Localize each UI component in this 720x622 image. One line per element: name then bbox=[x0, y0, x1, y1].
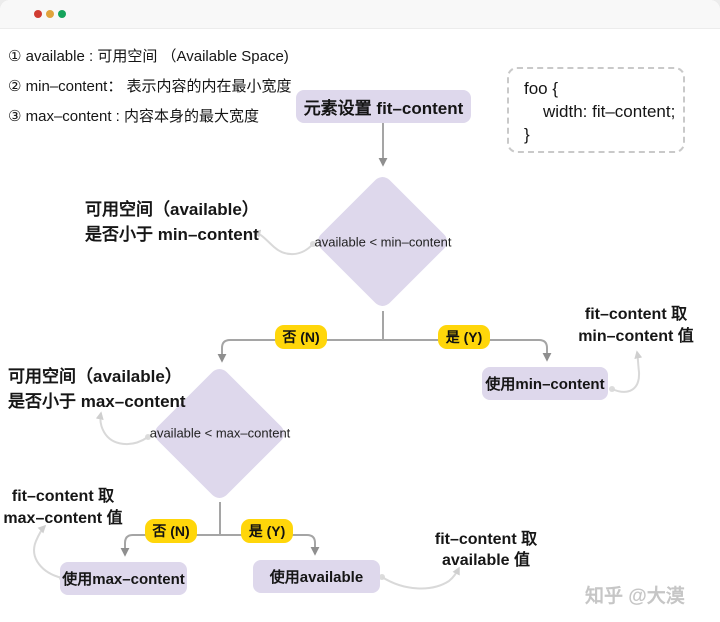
result-available-line-2: available 值 bbox=[441, 552, 531, 569]
result-max-line-2: max–content 值 bbox=[3, 510, 123, 527]
use-available-node: 使用available bbox=[253, 560, 380, 593]
flow-connectors bbox=[120, 123, 552, 557]
branch-2-no-tag: 否 (N) bbox=[145, 519, 197, 543]
result-max-annotation: fit–content 取 max–content 值 bbox=[0, 486, 126, 530]
question-2-line-1: 可用空间（available） bbox=[8, 367, 182, 386]
use-min-content-node: 使用min–content bbox=[482, 367, 608, 400]
legend-notes: ① available : 可用空间 （Available Space) ② m… bbox=[8, 42, 292, 132]
question-2-line-2: 是否小于 max–content bbox=[8, 392, 186, 411]
question-1-annotation: 可用空间（available） 是否小于 min–content bbox=[85, 197, 259, 247]
start-node: 元素设置 fit–content bbox=[296, 90, 471, 123]
branch-1-yes-tag: 是 (Y) bbox=[438, 325, 490, 349]
maximize-window-icon[interactable] bbox=[58, 10, 66, 18]
question-1-line-1: 可用空间（available） bbox=[85, 200, 259, 219]
branch-2-yes-tag: 是 (Y) bbox=[241, 519, 293, 543]
result-available-line-1: fit–content 取 bbox=[434, 531, 538, 548]
close-window-icon[interactable] bbox=[34, 10, 42, 18]
result-min-line-1: fit–content 取 bbox=[584, 306, 688, 323]
window-titlebar bbox=[0, 0, 720, 29]
question-2-annotation: 可用空间（available） 是否小于 max–content bbox=[8, 364, 186, 414]
minimize-window-icon[interactable] bbox=[46, 10, 54, 18]
decision-2-label: available < max–content bbox=[149, 425, 291, 441]
code-line-open: foo { bbox=[524, 79, 559, 98]
note-available: ① available : 可用空间 （Available Space) bbox=[8, 48, 289, 65]
result-max-line-1: fit–content 取 bbox=[11, 488, 115, 505]
zhihu-watermark: 知乎 @大漠 bbox=[585, 586, 685, 607]
code-snippet: foo { width: fit–content; } bbox=[507, 67, 685, 153]
question-1-line-2: 是否小于 min–content bbox=[85, 225, 259, 244]
result-available-annotation: fit–content 取 available 值 bbox=[424, 529, 548, 571]
result-min-annotation: fit–content 取 min–content 值 bbox=[570, 304, 702, 348]
code-line-close: } bbox=[524, 125, 530, 144]
branch-1-no-tag: 否 (N) bbox=[275, 325, 327, 349]
decision-1-label: available < min–content bbox=[314, 234, 452, 250]
use-max-content-node: 使用max–content bbox=[60, 562, 187, 595]
code-line-width: width: fit–content; bbox=[543, 102, 676, 121]
note-max-content: ③ max–content : 内容本身的最大宽度 bbox=[8, 108, 260, 125]
result-min-line-2: min–content 值 bbox=[578, 328, 694, 345]
note-min-content: ② min–content： 表示内容的内在最小宽度 bbox=[8, 78, 292, 95]
